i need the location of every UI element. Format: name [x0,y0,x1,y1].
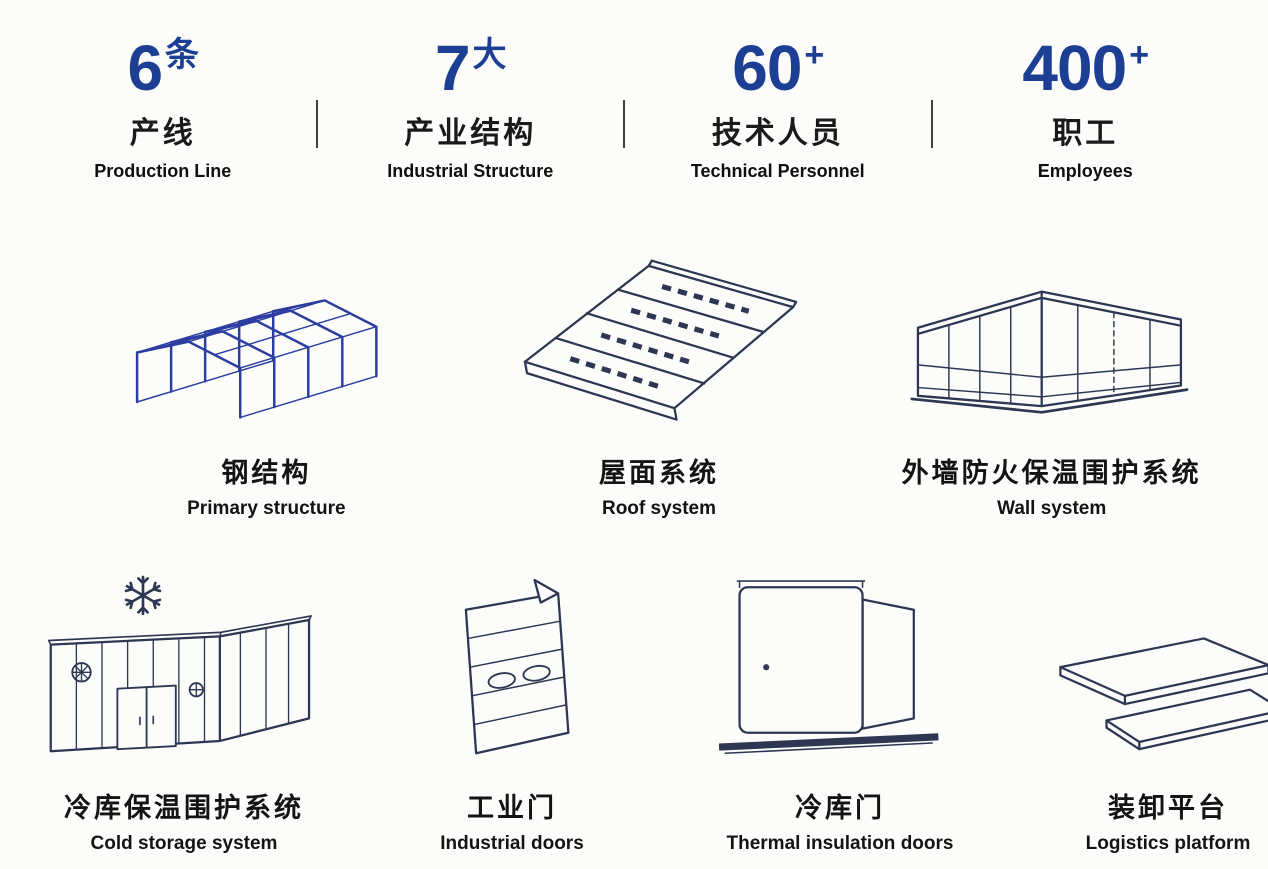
product-cold-storage-doors: 冷库门 Thermal insulation doors [676,558,1004,855]
industrial-door-icon [348,558,676,764]
product-label-en: Thermal insulation doors [726,833,954,854]
stat-number: 60+ [732,32,824,104]
stat-label-en: Employees [1037,161,1133,181]
stat-label-en: Industrial Structure [387,161,554,181]
product-label-en: Primary structure [187,498,346,519]
product-roof-system: 屋面系统 Roof system [463,237,856,520]
cold-storage-door-icon [676,558,1004,764]
roof-system-icon [463,237,856,429]
stats-divider [623,100,625,148]
products-row-top: 钢结构 Primary structure [0,237,1268,520]
stat-label-zh: 职工 [1052,117,1119,150]
stat-technical-personnel: 60+ 技术人员 Technical Personnel [625,36,931,182]
stat-number: 6条 [127,32,199,104]
stat-suffix: + [1129,36,1149,74]
stats-divider [315,100,318,148]
product-label-zh: 外墙防火保温围护系统 [901,458,1202,488]
stat-label-zh: 产业结构 [404,117,537,150]
product-label-zh: 钢结构 [221,458,312,488]
product-label-en: Industrial doors [440,833,584,854]
stat-employees: 400+ 职工 Employees [933,36,1239,182]
stat-number: 7大 [434,32,507,104]
stat-suffix: 条 [165,36,199,74]
product-label-en: Wall system [997,498,1107,519]
product-label-zh: 冷库门 [795,793,885,823]
product-label-en: Roof system [601,498,717,519]
stat-label-en: Production Line [94,161,232,181]
product-label-en: Cold storage system [90,833,278,854]
product-wall-system: 外墙防火保温围护系统 Wall system [855,237,1248,520]
loading-platform-icon [1004,558,1268,764]
product-steel-structure: 钢结构 Primary structure [20,237,463,520]
product-industrial-doors: 工业门 Industrial doors [348,558,676,855]
stats-divider [930,100,933,148]
product-logistics-platform: 装卸平台 Logistics platform [1004,558,1268,855]
stat-number: 400+ [1022,32,1149,104]
cold-storage-icon [20,558,348,764]
product-label-en: Logistics platform [1085,833,1251,854]
products-row-bottom: 冷库保温围护系统 Cold storage system [0,558,1268,855]
product-cold-storage-system: 冷库保温围护系统 Cold storage system [20,558,348,855]
stats-row: 6条 产线 Production Line 7大 产业结构 Industrial… [0,36,1268,182]
stat-label-zh: 产线 [129,117,196,150]
stat-industrial-structure: 7大 产业结构 Industrial Structure [318,36,624,182]
product-label-zh: 屋面系统 [599,458,719,488]
stat-label-en: Technical Personnel [690,161,865,181]
product-label-zh: 装卸平台 [1108,793,1228,823]
stat-label-zh: 技术人员 [711,117,844,150]
product-label-zh: 冷库保温围护系统 [64,793,304,823]
stat-suffix: + [804,36,824,74]
product-label-zh: 工业门 [467,793,557,823]
stat-production-line: 6条 产线 Production Line [10,36,316,182]
steel-structure-icon [70,237,463,429]
wall-system-icon [855,237,1248,429]
stat-suffix: 大 [472,36,507,74]
